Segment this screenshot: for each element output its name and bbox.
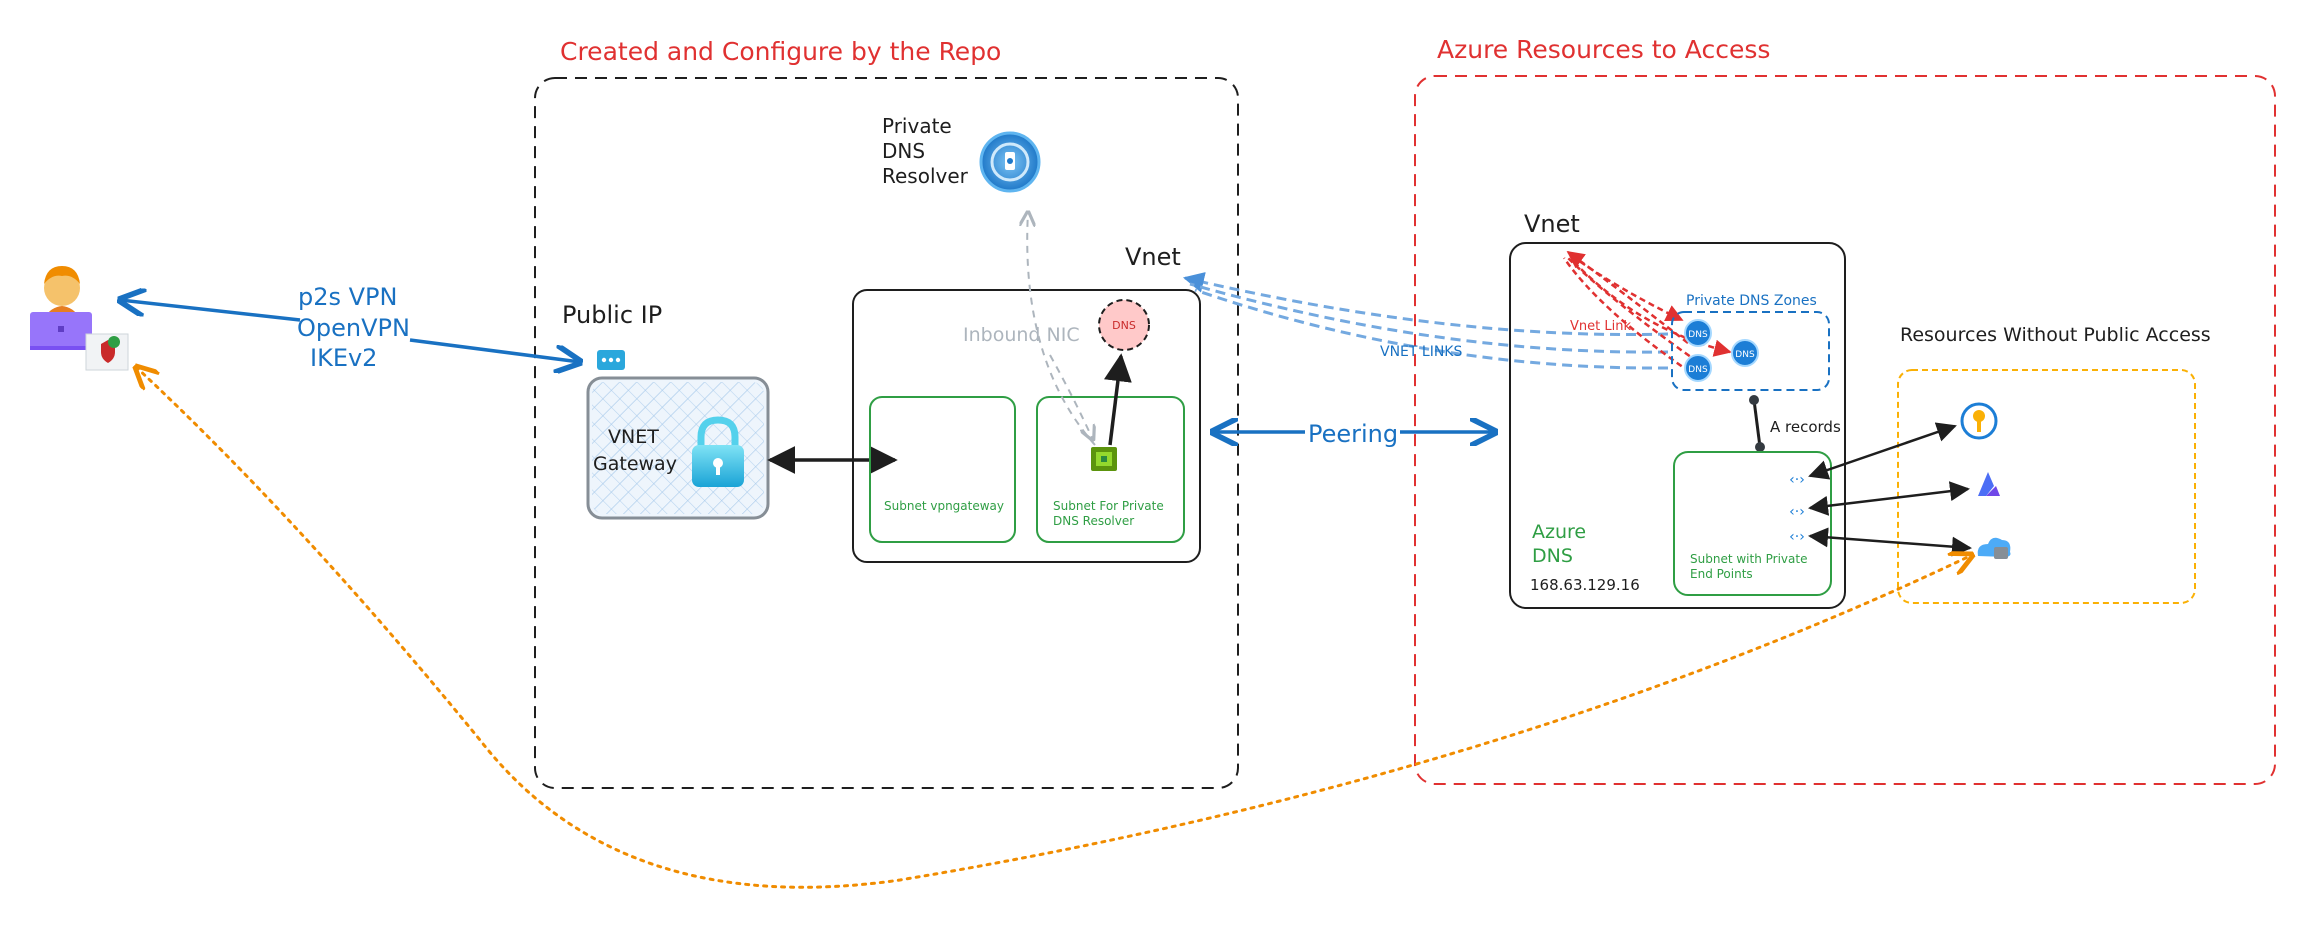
svg-text:DNS: DNS [1735,350,1755,360]
svg-text:End Points: End Points [1690,567,1753,581]
svg-text:IKEv2: IKEv2 [310,344,377,372]
a-records-label: A records [1770,418,1841,436]
private-dns-resolver-icon [979,131,1041,193]
vpn-client-shield-icon [85,333,129,371]
private-dns-zones-label: Private DNS Zones [1686,293,1817,309]
vnet-link-arrow-5 [1573,261,1732,357]
subnet-dns-resolver-label: Subnet For Private DNS Resolver [1053,499,1164,528]
svg-text:‹·›: ‹·› [1789,472,1805,488]
svg-text:Azure: Azure [1532,521,1586,543]
public-ip-icon [597,350,625,370]
storage-cloud-icon [1977,537,2011,559]
user-to-storage-access-curve [136,367,1972,889]
dns-zone-icon: DNS [1684,354,1712,382]
subnet-to-dns-arrow [1104,353,1132,446]
vnet-link-arrow-3 [1562,257,1691,374]
endpoint-to-storage-arrow [1808,527,1972,557]
azure-dns-label: Azure DNS 168.63.129.16 [1530,521,1640,594]
vpn-arrow-to-user [120,300,301,322]
private-dns-resolver-label: Private DNS Resolver [882,114,969,188]
peering-label: Peering [1308,420,1398,448]
vnet-link-label: Vnet Link [1570,319,1631,334]
vpn-arrow-to-gateway [409,338,580,362]
subnet-vpngateway-label: Subnet vpngateway [884,499,1004,513]
private-endpoint-icon: ‹·› [1789,472,1805,488]
vpn-label: p2s VPN OpenVPN IKEv2 [297,283,410,372]
subnet-private-endpoints-label: Subnet with Private End Points [1690,552,1807,581]
dns-zone-icon: DNS [1731,339,1759,367]
svg-text:Private: Private [882,114,952,138]
dns-zone-icon: DNS [1684,319,1712,347]
dns-badge: DNS [1098,299,1150,351]
left-vnet-label: Vnet [1125,243,1181,271]
svg-text:DNS Resolver: DNS Resolver [1053,514,1134,528]
private-endpoint-icon: ‹·› [1789,504,1805,520]
svg-text:Subnet with Private: Subnet with Private [1690,552,1807,566]
a-records-connector [1752,399,1762,448]
key-vault-icon [1960,402,1998,440]
user-laptop-icon [30,266,92,350]
svg-text:DNS: DNS [1688,365,1708,375]
vnet-links-arrow-1 [1182,272,1669,337]
vnet-links-label: VNET LINKS [1380,344,1462,360]
a-records-connector-end [1755,442,1765,452]
vnet-link-arrow-4 [1571,254,1684,322]
svg-text:DNS: DNS [1532,545,1573,567]
svg-text:‹·›: ‹·› [1789,529,1805,545]
svg-text:DNS: DNS [882,139,925,163]
vnet-link-arrow-1 [1566,250,1689,344]
svg-text:Gateway: Gateway [593,453,677,475]
ai-service-icon [1978,472,2000,496]
svg-text:Resolver: Resolver [882,164,969,188]
svg-text:VNET: VNET [608,426,659,448]
network-interface-icon [1091,447,1117,471]
azure-group-title: Azure Resources to Access [1437,35,1770,64]
repo-group-title: Created and Configure by the Repo [560,37,1001,66]
public-ip-label: Public IP [562,301,662,329]
inbound-nic-label: Inbound NIC [963,324,1080,346]
svg-text:Subnet For Private: Subnet For Private [1053,499,1164,513]
svg-text:‹·›: ‹·› [1789,504,1805,520]
resources-title: Resources Without Public Access [1900,324,2211,346]
svg-text:OpenVPN: OpenVPN [297,314,410,342]
azure-group-boundary [1414,75,2276,785]
svg-text:168.63.129.16: 168.63.129.16 [1530,576,1640,594]
endpoint-to-ai-arrow [1808,481,1970,516]
private-endpoint-icon: ‹·› [1789,529,1805,545]
svg-text:DNS: DNS [1688,330,1708,340]
a-records-connector-start [1749,395,1759,405]
svg-text:DNS: DNS [1112,319,1136,332]
right-vnet-label: Vnet [1524,210,1580,238]
svg-text:p2s VPN: p2s VPN [298,283,397,311]
subnet-vpngateway [869,396,1016,543]
